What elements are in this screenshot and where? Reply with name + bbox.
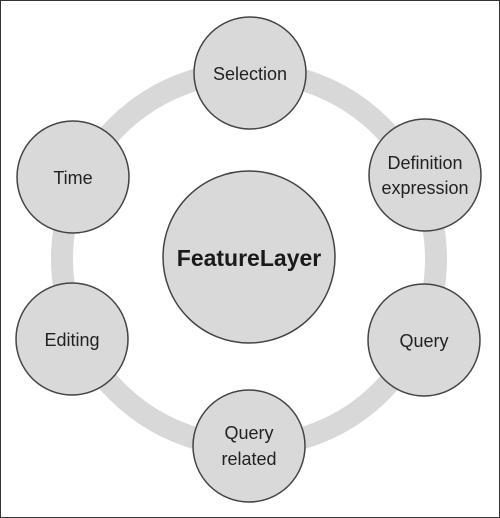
node-circle — [193, 16, 307, 130]
node-circle — [367, 283, 481, 397]
node-label: Editing — [44, 330, 99, 350]
node-query-related: Query related — [192, 389, 306, 503]
node-label-line-1: Query — [224, 423, 273, 443]
node-circle — [15, 282, 129, 396]
center-node: FeatureLayer — [162, 170, 336, 344]
node-query: Query — [367, 283, 481, 397]
node-label-line-1: Definition — [387, 153, 462, 173]
node-label: Time — [53, 168, 92, 188]
center-label: FeatureLayer — [177, 245, 322, 271]
node-label-line-2: related — [221, 449, 276, 469]
node-label-line-2: expression — [381, 178, 468, 198]
node-circle — [368, 118, 482, 232]
node-circle — [192, 389, 306, 503]
node-circle — [16, 120, 130, 234]
center-circle — [162, 170, 336, 344]
node-selection: Selection — [193, 16, 307, 130]
node-editing: Editing — [15, 282, 129, 396]
node-time: Time — [16, 120, 130, 234]
node-label: Query — [399, 331, 448, 351]
node-definition-expression: Definition expression — [368, 118, 482, 232]
node-label: Selection — [213, 64, 287, 84]
